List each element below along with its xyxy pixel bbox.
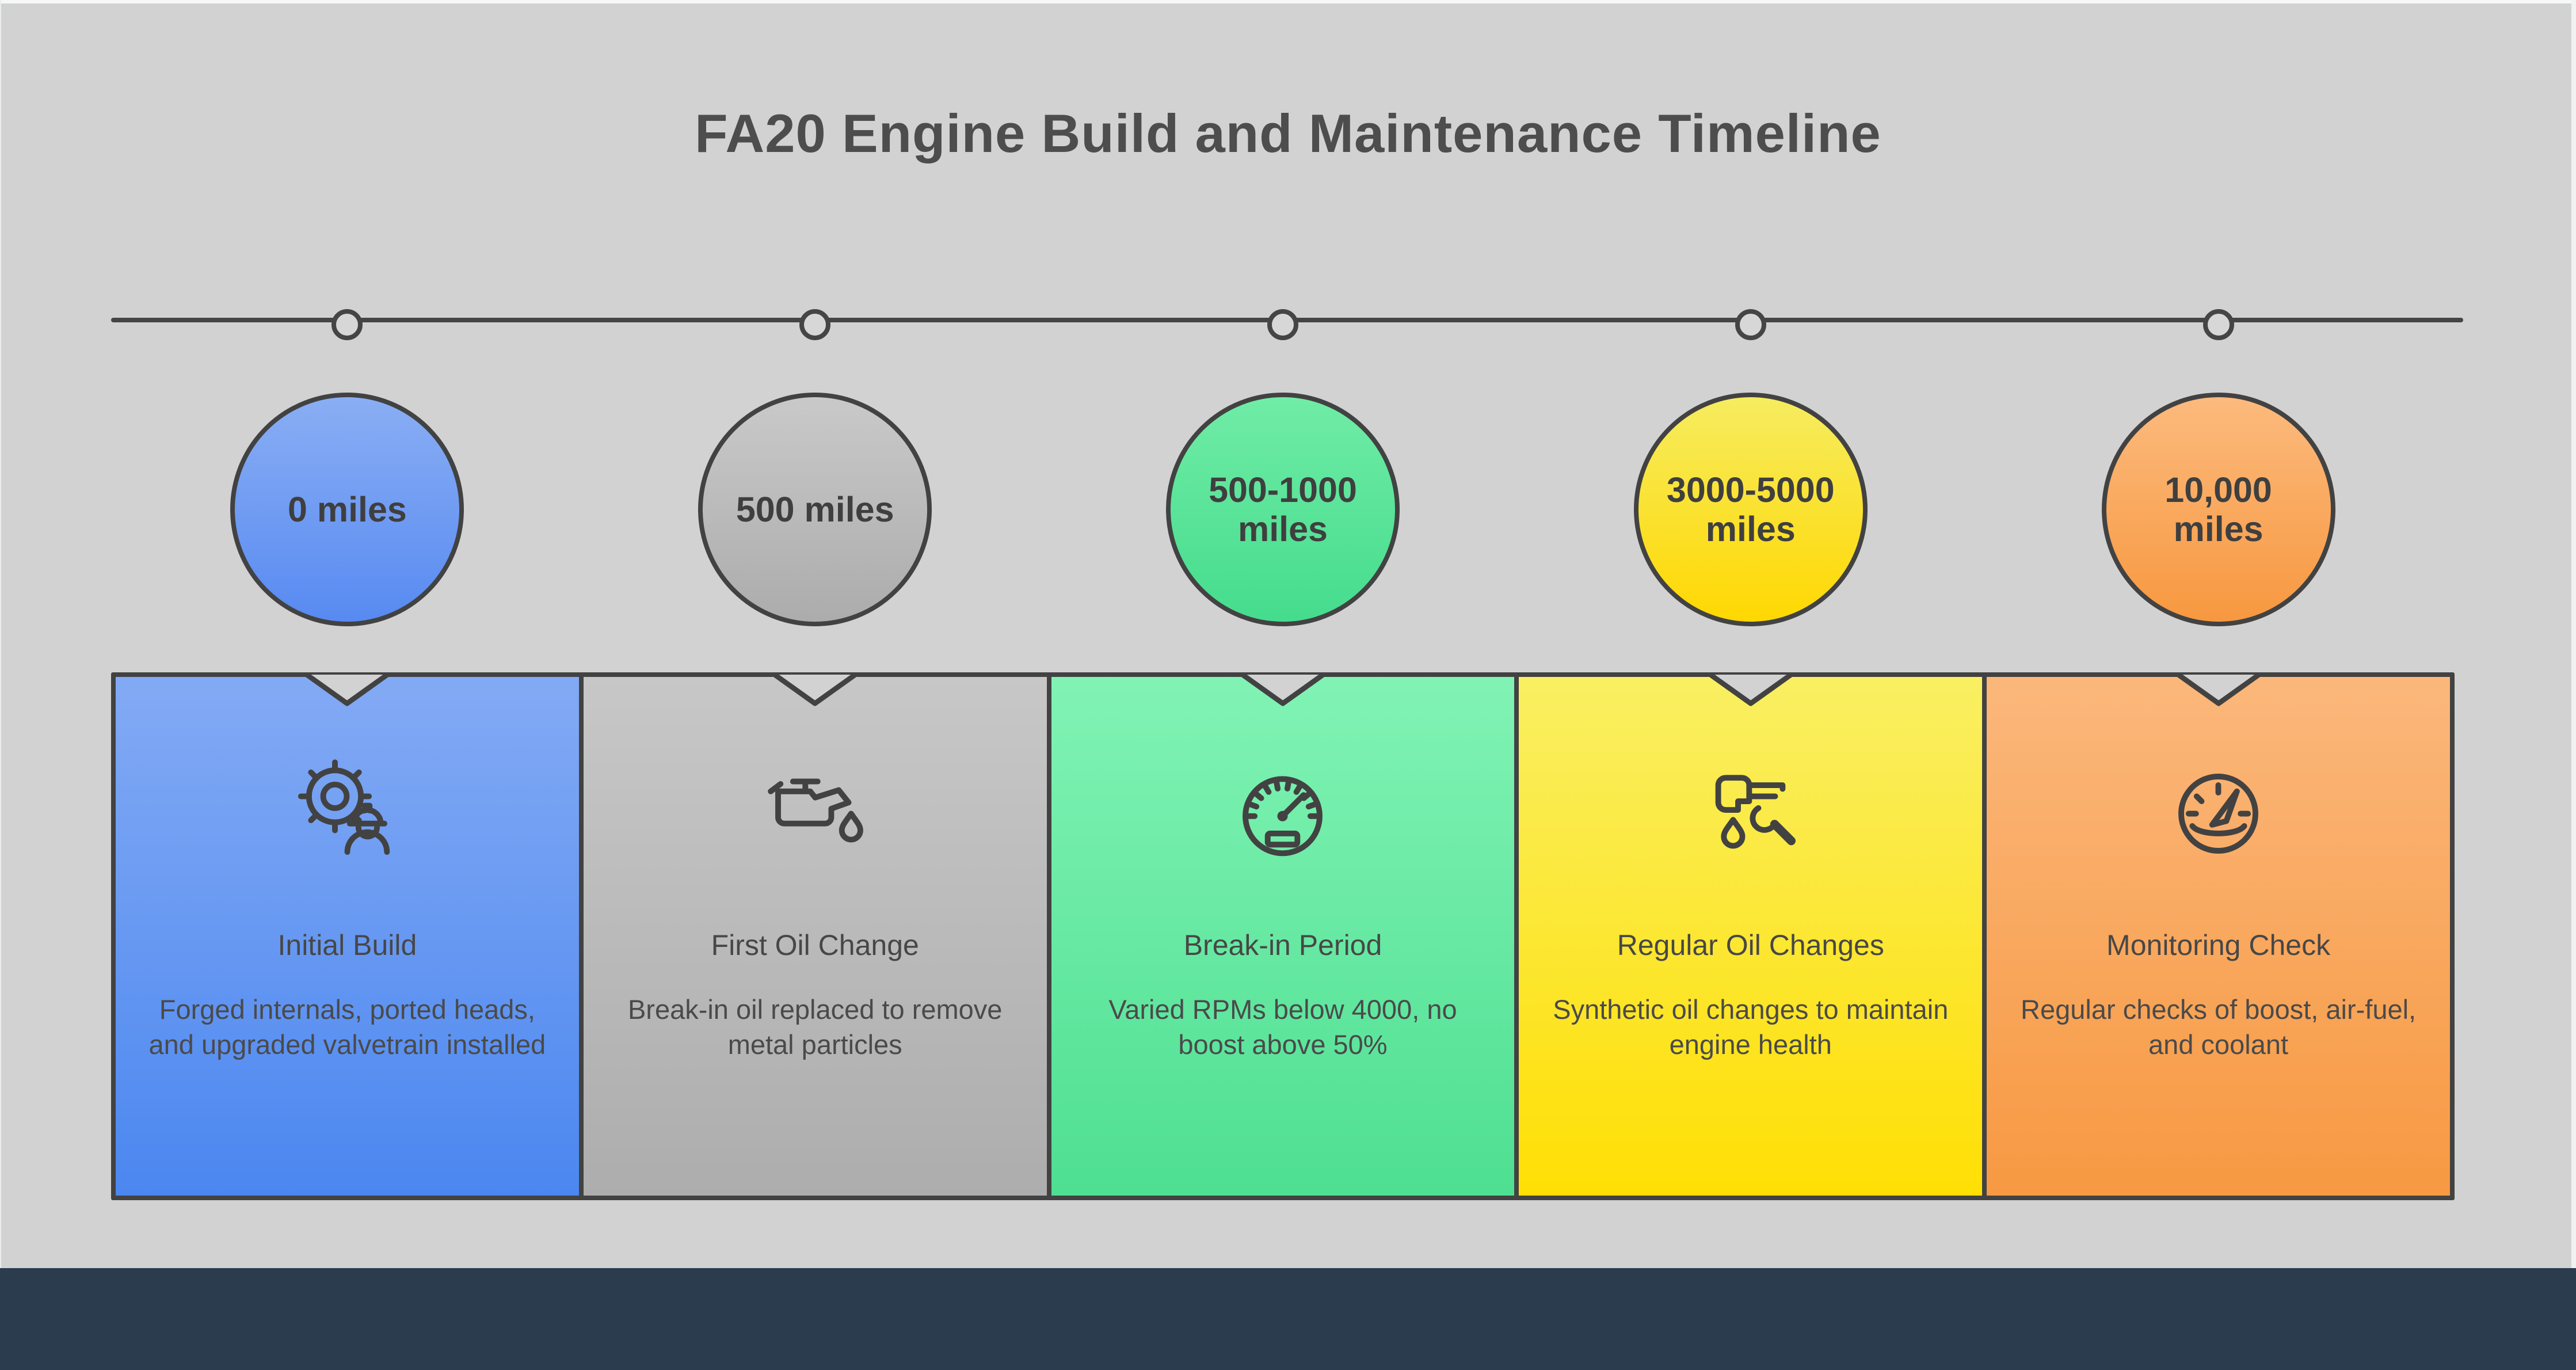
milestone-card: 500 miles First Oil Change Break-in oil … bbox=[578, 309, 1051, 1200]
card-description: Regular checks of boost, air-fuel, and c… bbox=[2021, 994, 2417, 1060]
card-notch bbox=[2175, 672, 2262, 706]
card-description: Varied RPMs below 4000, no boost above 5… bbox=[1108, 994, 1457, 1060]
card-heading: Initial Build bbox=[277, 929, 417, 961]
milestone-card: 0 miles Initial Build Forged internals, … bbox=[111, 309, 584, 1200]
card-notch bbox=[1708, 672, 1794, 706]
card-notch bbox=[304, 672, 390, 706]
card-heading: Regular Oil Changes bbox=[1617, 929, 1884, 961]
oil-can-icon bbox=[753, 752, 877, 876]
timeline-node bbox=[1735, 309, 1766, 340]
card-heading: Monitoring Check bbox=[2106, 929, 2331, 961]
card-heading: Break-in Period bbox=[1183, 929, 1382, 961]
top-frame-strip bbox=[0, 0, 2576, 3]
footer-bar bbox=[0, 1268, 2576, 1370]
card-description: Break-in oil replaced to remove metal pa… bbox=[627, 994, 1003, 1060]
milestone-row: 0 miles Initial Build Forged internals, … bbox=[111, 309, 2455, 1200]
speedometer-icon bbox=[1221, 752, 1344, 876]
card-notch bbox=[1240, 672, 1326, 706]
timeline-node bbox=[799, 309, 831, 340]
timeline-node bbox=[1267, 309, 1298, 340]
gear-worker-icon bbox=[285, 752, 409, 876]
card-notch bbox=[772, 672, 858, 706]
page-title: FA20 Engine Build and Maintenance Timeli… bbox=[695, 103, 1881, 163]
gauge-icon bbox=[2156, 752, 2280, 876]
timeline-node bbox=[331, 309, 363, 340]
card-heading: First Oil Change bbox=[711, 929, 919, 961]
left-frame-strip bbox=[0, 0, 1, 1268]
timeline-node bbox=[2202, 309, 2234, 340]
mileage-circle: 0 miles bbox=[230, 393, 464, 626]
card-description: Synthetic oil changes to maintain engine… bbox=[1553, 994, 1949, 1060]
mileage-circle: 500 miles bbox=[698, 393, 932, 626]
right-frame-strip bbox=[2571, 0, 2576, 1268]
oil-service-icon bbox=[1689, 752, 1812, 876]
card-description: Forged internals, ported heads, and upgr… bbox=[148, 994, 546, 1060]
